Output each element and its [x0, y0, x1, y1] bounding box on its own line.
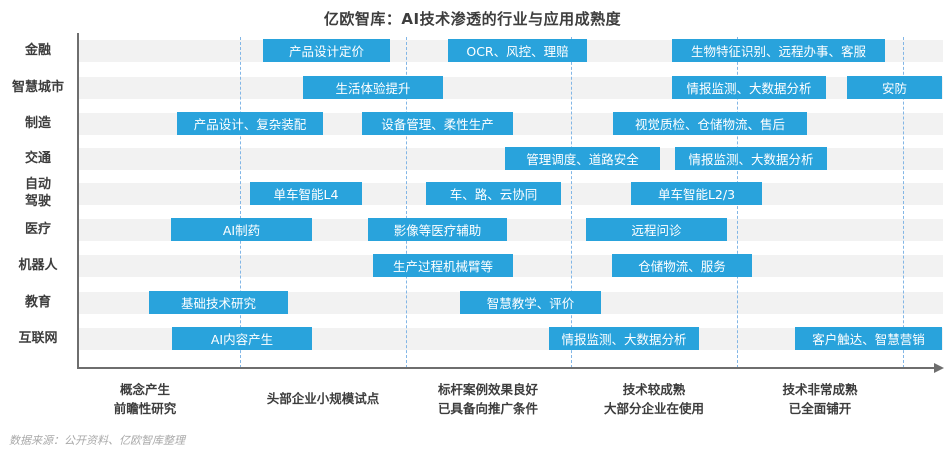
y-axis-line [77, 33, 79, 369]
industry-label: 机器人 [18, 257, 58, 273]
app-box: 智慧教学、评价 [460, 291, 601, 314]
stage-label: 技术较成熟 大部分企业在使用 [603, 381, 704, 416]
app-box: OCR、风控、理赔 [448, 39, 587, 62]
industry-label: 金融 [24, 42, 51, 58]
app-box: 情报监测、大数据分析 [549, 327, 699, 350]
app-box: AI内容产生 [172, 327, 312, 350]
app-box: 生活体验提升 [303, 76, 443, 99]
stage-gridline [571, 37, 572, 368]
x-axis-arrow-icon [934, 363, 944, 373]
stage-label: 技术非常成熟 已全面铺开 [782, 381, 858, 416]
source-note: 数据来源：公开资料、亿欧智库整理 [9, 434, 185, 447]
industry-label: 自动 驾驶 [24, 177, 51, 209]
app-box: 生产过程机械臂等 [373, 254, 513, 277]
app-box: AI制药 [171, 218, 312, 241]
app-box: 远程问诊 [586, 218, 727, 241]
app-box: 情报监测、大数据分析 [675, 147, 827, 170]
stage-label: 概念产生 前瞻性研究 [113, 381, 177, 416]
industry-label: 教育 [24, 294, 51, 310]
app-box: 情报监测、大数据分析 [672, 76, 826, 99]
app-box: 车、路、云协同 [426, 182, 561, 205]
industry-label: 医疗 [24, 221, 51, 237]
app-box: 基础技术研究 [149, 291, 288, 314]
stage-label: 头部企业小规模试点 [266, 391, 380, 407]
stage-gridline [903, 37, 904, 368]
stage-gridline [406, 37, 407, 368]
app-box: 生物特征识别、远程办事、客服 [672, 39, 885, 62]
industry-label: 智慧城市 [11, 79, 64, 95]
app-box: 仓储物流、服务 [612, 254, 752, 277]
app-box: 安防 [847, 76, 942, 99]
app-box: 影像等医疗辅助 [368, 218, 507, 241]
app-box: 视觉质检、仓储物流、售后 [613, 112, 807, 135]
app-box: 客户触达、智慧营销 [795, 327, 942, 350]
app-box: 设备管理、柔性生产 [362, 112, 513, 135]
chart-title: 亿欧智库：AI技术渗透的行业与应用成熟度 [323, 10, 622, 28]
industry-label: 互联网 [18, 330, 58, 346]
app-box: 单车智能L4 [250, 182, 362, 205]
app-box: 产品设计、复杂装配 [177, 112, 323, 135]
x-axis-line [77, 367, 936, 369]
stage-gridline [240, 37, 241, 368]
app-box: 管理调度、道路安全 [505, 147, 660, 170]
app-box: 单车智能L2/3 [631, 182, 762, 205]
stage-label: 标杆案例效果良好 已具备向推广条件 [437, 381, 538, 416]
industry-label: 制造 [24, 115, 51, 131]
industry-label: 交通 [24, 150, 51, 166]
app-box: 产品设计定价 [263, 39, 390, 62]
